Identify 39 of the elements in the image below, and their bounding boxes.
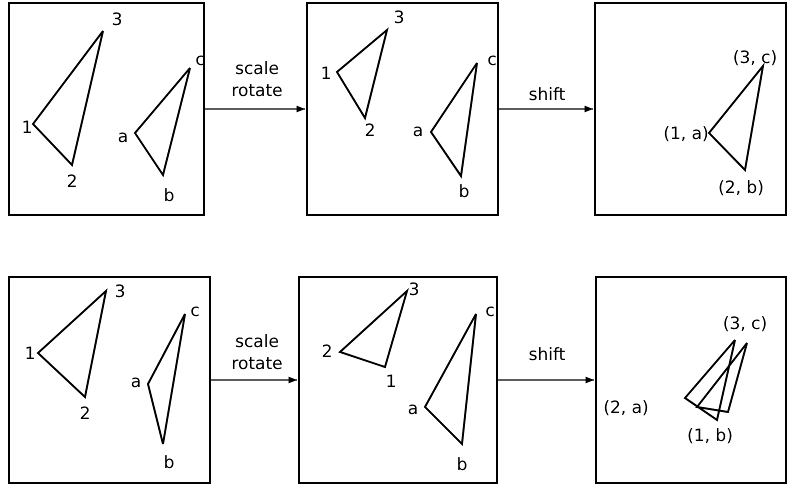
vertex-label: b [164,453,174,473]
vertex-label: 2 [66,172,78,192]
vertex-label: a [118,127,128,147]
panel-frame [594,2,787,216]
panel-frame [306,2,499,216]
vertex-label: 3 [112,10,122,30]
arrow [498,376,594,384]
vertex-label: 1 [386,372,396,392]
vertex-label: b [456,455,468,475]
panel-frame [298,276,498,484]
vertex-label: a [130,372,142,392]
vertex-label: 1 [320,64,332,84]
vertex-label: (3, c) [732,48,778,68]
vertex-label: a [408,399,418,419]
vertex-label: (2, b) [718,178,764,198]
vertex-label: b [458,182,470,202]
arrow [211,376,297,384]
panel-frame [8,2,205,216]
vertex-label: (1, b) [687,426,733,446]
vertex-label: c [485,301,495,321]
vertex-label: (2, a) [603,398,649,418]
arrow [205,106,305,112]
vertex-label: b [164,186,174,206]
arrow [499,106,593,112]
panel-frame [595,276,787,484]
vertex-label: (1, a) [663,124,709,144]
vertex-label: c [190,301,200,321]
vertex-label: 1 [22,118,32,138]
vertex-label: 3 [408,280,420,300]
vertex-label: c [487,50,497,70]
panel-frame [8,276,211,484]
vertex-label: 2 [322,342,332,362]
vertex-label: 2 [80,404,90,424]
vertex-label: 2 [364,121,376,141]
vertex-label: 3 [394,8,404,28]
vertex-label: 3 [114,282,126,302]
vertex-label: a [412,121,424,141]
vertex-label: (3, c) [722,314,768,334]
vertex-label: 1 [24,344,36,364]
